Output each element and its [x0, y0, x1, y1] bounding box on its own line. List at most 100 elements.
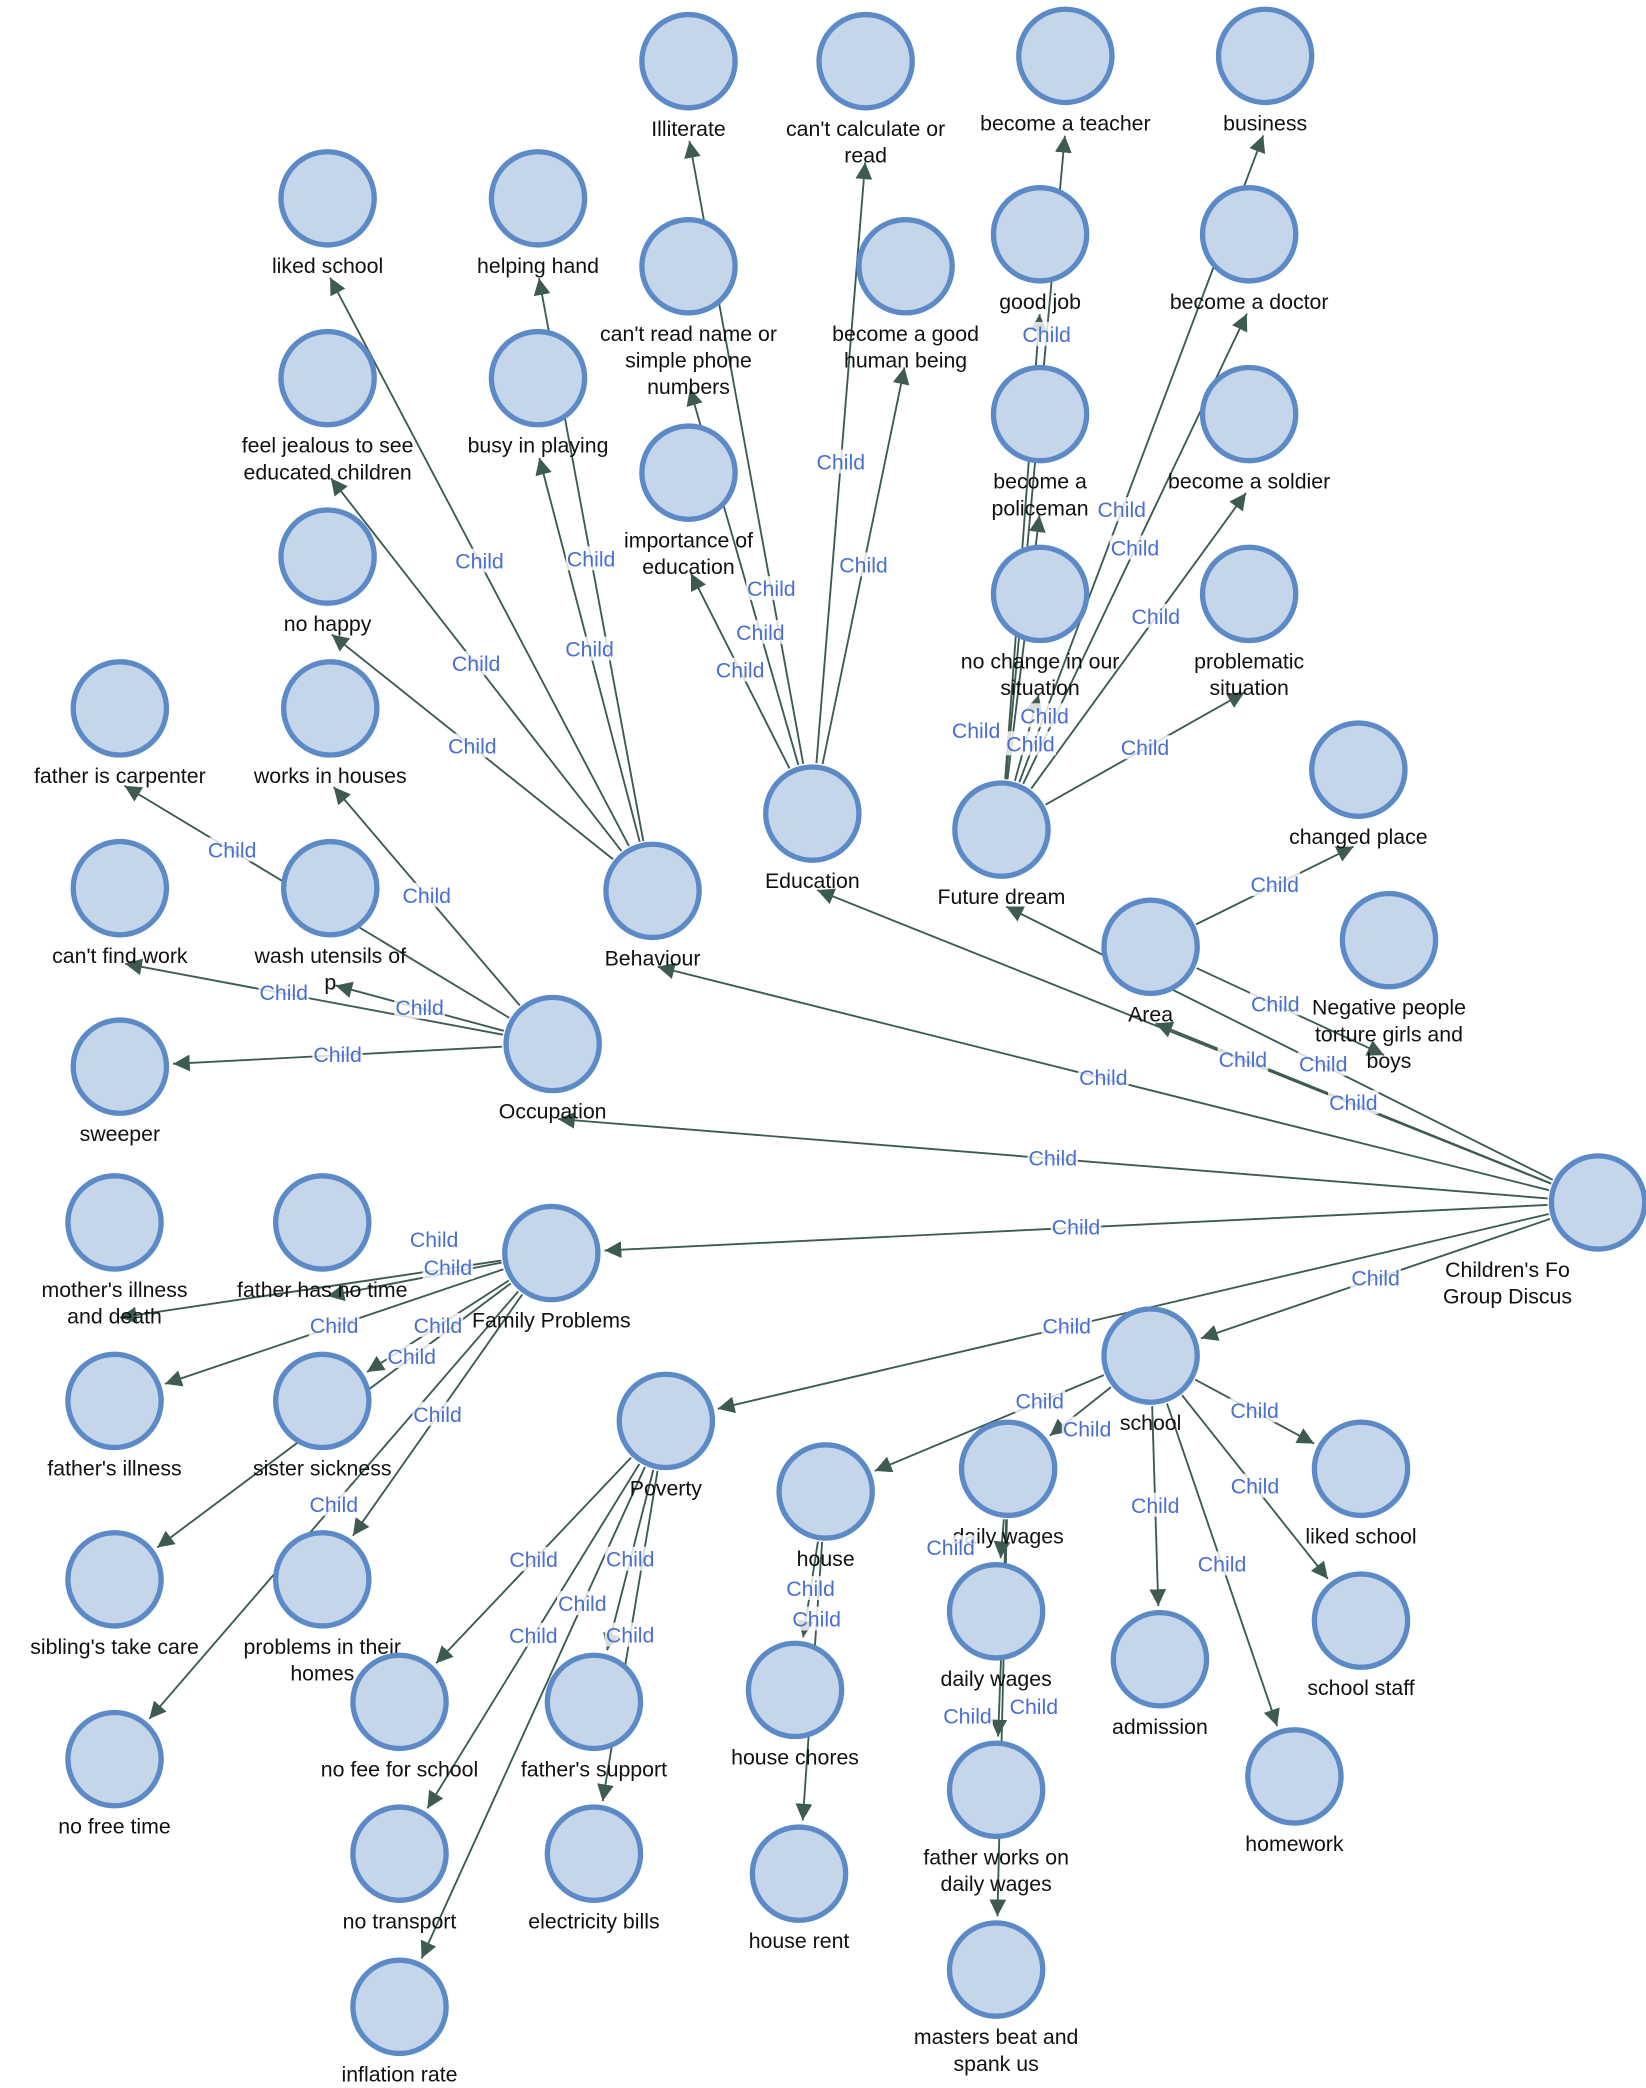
node-circle[interactable]	[1311, 1571, 1411, 1670]
node-poverty[interactable]: Poverty	[616, 1371, 716, 1500]
node-circle[interactable]	[488, 149, 588, 248]
edge-daily-wages[interactable]	[1049, 1386, 1112, 1437]
node-circle[interactable]	[639, 217, 738, 316]
node-no-transport[interactable]: no transport	[343, 1804, 457, 1933]
node-circle[interactable]	[1199, 544, 1299, 644]
node-circle[interactable]	[1101, 897, 1200, 997]
edge-house[interactable]	[874, 1374, 1105, 1473]
node-father-s-support[interactable]: father's support	[521, 1652, 667, 1781]
node-circle[interactable]	[1339, 890, 1439, 990]
node-circle[interactable]	[816, 11, 915, 111]
node-circle[interactable]	[639, 423, 738, 522]
node-circle[interactable]	[952, 780, 1051, 879]
edge-line[interactable]	[124, 958, 504, 1036]
node-circle[interactable]	[273, 1530, 372, 1629]
node-wash-utensils-of-p[interactable]: wash utensils ofp	[253, 838, 406, 995]
node-circle[interactable]	[639, 11, 738, 111]
node-circle[interactable]	[1199, 364, 1299, 464]
node-circle[interactable]	[273, 1173, 372, 1272]
node-circle[interactable]	[70, 1017, 170, 1116]
node-circle[interactable]	[745, 1640, 845, 1740]
node-circle[interactable]	[958, 1419, 1058, 1519]
node-daily-wages[interactable]: daily wages	[952, 1419, 1064, 1548]
node-circle[interactable]	[603, 841, 702, 941]
node-circle[interactable]	[65, 1530, 164, 1629]
node-circle[interactable]	[280, 659, 380, 758]
node-circle[interactable]	[1101, 1306, 1200, 1405]
node-works-in-houses[interactable]: works in houses	[253, 659, 407, 788]
node-good-job[interactable]: good job	[990, 185, 1090, 314]
node-no-free-time[interactable]: no free time	[58, 1709, 171, 1839]
node-changed-place[interactable]: changed place	[1289, 720, 1428, 849]
node-business[interactable]: business	[1215, 6, 1315, 135]
node-circle[interactable]	[278, 328, 377, 428]
node-circle[interactable]	[990, 544, 1090, 644]
node-father-is-carpenter[interactable]: father is carpenter	[34, 659, 206, 788]
node-circle[interactable]	[544, 1804, 644, 1903]
node-circle[interactable]	[1110, 1609, 1210, 1709]
node-circle[interactable]	[946, 1562, 1046, 1661]
node-house-rent[interactable]: house rent	[749, 1824, 850, 1953]
node-circle[interactable]	[65, 1173, 164, 1272]
node-circle[interactable]	[273, 1351, 372, 1451]
node-sibling-s-take-care[interactable]: sibling's take care	[30, 1530, 199, 1659]
node-house[interactable]: house	[776, 1442, 875, 1571]
node-sister-sickness[interactable]: sister sickness	[253, 1351, 392, 1480]
node-father-s-illness[interactable]: father's illness	[47, 1351, 182, 1480]
edge-line[interactable]	[1030, 492, 1247, 790]
node-circle[interactable]	[946, 1740, 1046, 1840]
node-circle[interactable]	[503, 994, 602, 1094]
node-circle[interactable]	[616, 1371, 716, 1471]
node-no-happy[interactable]: no happy	[278, 507, 377, 636]
node-become-a-teacher[interactable]: become a teacher	[980, 6, 1151, 135]
node-admission[interactable]: admission	[1110, 1609, 1210, 1739]
node-become-a-doctor[interactable]: become a doctor	[1170, 185, 1329, 314]
edge-future-dream[interactable]	[1005, 905, 1554, 1181]
node-homework[interactable]: homework	[1245, 1727, 1344, 1856]
node-circle[interactable]	[1245, 1727, 1344, 1826]
node-behaviour[interactable]: Behaviour	[603, 841, 702, 970]
node-circle[interactable]	[776, 1442, 875, 1541]
node-illiterate[interactable]: Illiterate	[639, 11, 738, 141]
node-circle[interactable]	[1311, 1419, 1411, 1519]
node-circle[interactable]	[350, 1804, 449, 1903]
edge-line[interactable]	[993, 1519, 1011, 1559]
node-no-fee-for-school[interactable]: no fee for school	[321, 1652, 478, 1781]
node-can-t-find-work[interactable]: can't find work	[52, 838, 188, 968]
node-family-problems[interactable]: Family Problems	[472, 1203, 631, 1333]
node-circle[interactable]	[1016, 6, 1115, 106]
node-circle[interactable]	[280, 838, 380, 938]
node-circle[interactable]	[763, 764, 862, 863]
node-school-staff[interactable]: school staff	[1307, 1571, 1415, 1700]
node-circle[interactable]	[488, 328, 588, 428]
node-school[interactable]: school	[1101, 1306, 1200, 1435]
edge-line[interactable]	[874, 1374, 1105, 1473]
node-circle[interactable]	[990, 185, 1090, 284]
node-house-chores[interactable]: house chores	[731, 1640, 859, 1769]
node-occupation[interactable]: Occupation	[499, 994, 607, 1124]
node-circle[interactable]	[350, 1652, 449, 1752]
node-circle[interactable]	[350, 1957, 449, 2057]
node-circle[interactable]	[278, 507, 377, 606]
node-circle[interactable]	[1548, 1153, 1646, 1252]
node-area[interactable]: Area	[1101, 897, 1200, 1026]
node-become-a-soldier[interactable]: become a soldier	[1168, 364, 1330, 494]
node-sweeper[interactable]: sweeper	[70, 1017, 170, 1146]
node-daily-wages[interactable]: daily wages	[940, 1562, 1052, 1691]
edge-can-t-find-work[interactable]	[124, 958, 504, 1036]
node-liked-school[interactable]: liked school	[1305, 1419, 1417, 1548]
node-circle[interactable]	[278, 149, 377, 248]
node-circle[interactable]	[1309, 720, 1408, 819]
node-circle[interactable]	[65, 1709, 164, 1809]
